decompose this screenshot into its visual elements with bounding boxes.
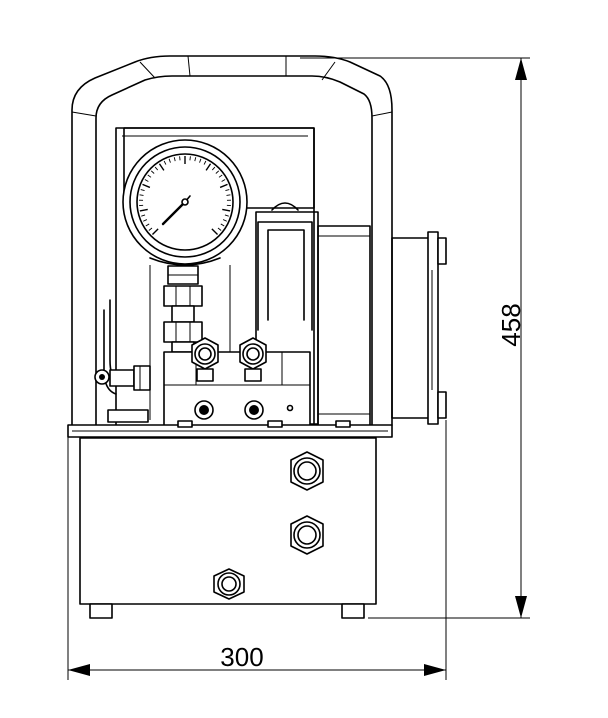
carry-handle-frame <box>71 55 393 426</box>
drain-plug <box>213 568 245 600</box>
gauge-tick <box>151 228 159 236</box>
deck-plate <box>67 420 393 438</box>
gauge-tick <box>139 194 144 196</box>
gauge-tick <box>222 219 227 222</box>
gauge-tick <box>205 163 212 171</box>
valve-fitting-left <box>191 337 219 382</box>
gauge-tick <box>218 174 223 178</box>
gauge-tick <box>154 166 159 171</box>
gauge-tick <box>222 208 231 212</box>
valve-manifold <box>163 337 311 433</box>
gauge-tick <box>163 160 167 165</box>
gauge-tick <box>173 157 176 162</box>
release-valve <box>94 365 151 423</box>
gauge-ticks <box>139 156 231 236</box>
gauge-needle <box>161 200 187 226</box>
gauge-tick <box>141 214 146 217</box>
gauge-tick <box>221 179 226 182</box>
gauge-tick <box>226 194 231 196</box>
gauge-tick <box>225 189 230 192</box>
gauge-tick <box>150 170 155 174</box>
valve-fitting-right <box>239 337 267 382</box>
manifold-port <box>286 404 294 412</box>
gauge-tick <box>144 179 149 182</box>
width-dimension-label: 300 <box>220 642 263 672</box>
gauge-tick <box>168 158 171 163</box>
reservoir-plug-middle <box>290 515 324 555</box>
manifold-bolt-right <box>244 400 264 420</box>
manifold-bolt-left <box>194 400 214 420</box>
gauge-tick <box>217 227 222 231</box>
gauge-tick <box>219 183 228 189</box>
gauge-tick <box>220 223 225 227</box>
gauge-tick <box>143 219 148 222</box>
height-dimension: 458 <box>300 57 530 619</box>
oil-reservoir <box>79 437 377 619</box>
gauge-tick <box>203 160 207 165</box>
gauge-tick <box>139 208 148 212</box>
pressure-gauge <box>122 139 248 266</box>
gauge-tick <box>224 214 229 217</box>
gauge-tick <box>211 228 219 236</box>
gauge-tick <box>145 223 150 227</box>
gauge-tick <box>194 157 197 162</box>
gauge-fitting <box>163 265 203 353</box>
gauge-tick <box>158 163 165 171</box>
gauge-tick <box>215 170 220 174</box>
electric-motor <box>317 225 447 427</box>
reservoir-plug-top <box>290 451 324 491</box>
height-dimension-label: 458 <box>496 303 526 346</box>
gauge-tick <box>140 189 145 192</box>
gauge-tick <box>142 183 151 189</box>
gauge-tick <box>199 158 202 163</box>
gauge-tick <box>148 227 153 231</box>
width-dimension: 300 <box>67 420 447 680</box>
gauge-tick <box>147 174 152 178</box>
gauge-tick <box>211 166 216 171</box>
